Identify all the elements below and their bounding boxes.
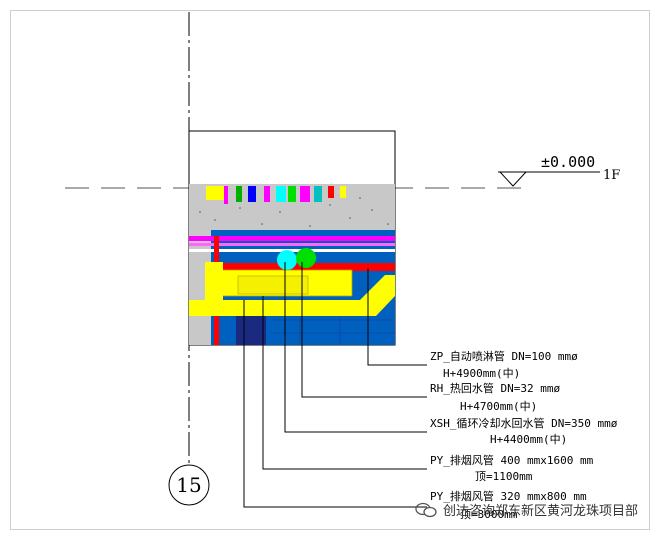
left-column xyxy=(189,230,211,345)
duct-py-main xyxy=(189,275,395,316)
top-pipe-band xyxy=(206,186,346,204)
watermark-text: 创达咨询郑东新区黄河龙珠项目部 xyxy=(442,504,638,519)
annotation-5-line2: 顶=3000mm xyxy=(460,508,518,521)
floor-label: 1F xyxy=(603,168,620,183)
annotation-5-line1: PY_排烟风管 320 mmx800 mm xyxy=(430,489,587,503)
pipe-xsh xyxy=(277,250,297,270)
pipe-rh xyxy=(189,243,395,246)
annotation-3-line1: XSH_循环冷却水回水管 DN=350 mmø xyxy=(430,416,618,430)
duct-inner xyxy=(237,275,309,295)
pipe-white xyxy=(189,249,395,252)
drawing-frame xyxy=(10,10,650,530)
elevation-value: ±0.000 xyxy=(541,153,595,171)
pipe-zp xyxy=(189,236,395,241)
annotation-1-line2: H+4900mm(中) xyxy=(443,367,520,380)
watermark: 创达咨询郑东新区黄河龙珠项目部 xyxy=(415,500,638,519)
pipe-green xyxy=(296,248,316,268)
annotation-4-line1: PY_排烟风管 400 mmx1600 mm xyxy=(430,453,594,467)
leader-lines xyxy=(243,262,427,508)
annotation-2-line2: H+4700mm(中) xyxy=(460,400,537,413)
annotation-1-line1: ZP_自动喷淋管 DN=100 mmø xyxy=(430,349,578,363)
elevation-triangle-icon xyxy=(498,171,528,187)
annotation-4-line2: 顶=1100mm xyxy=(475,470,533,483)
wechat-icon xyxy=(415,502,437,517)
annotation-2-line1: RH_热回水管 DN=32 mmø xyxy=(430,381,560,395)
duct-py-riser xyxy=(205,262,223,302)
grid-axis-bubble xyxy=(168,464,210,506)
annotation-3-line2: H+4400mm(中) xyxy=(490,433,567,446)
grid-axis-label: 15 xyxy=(176,473,201,497)
